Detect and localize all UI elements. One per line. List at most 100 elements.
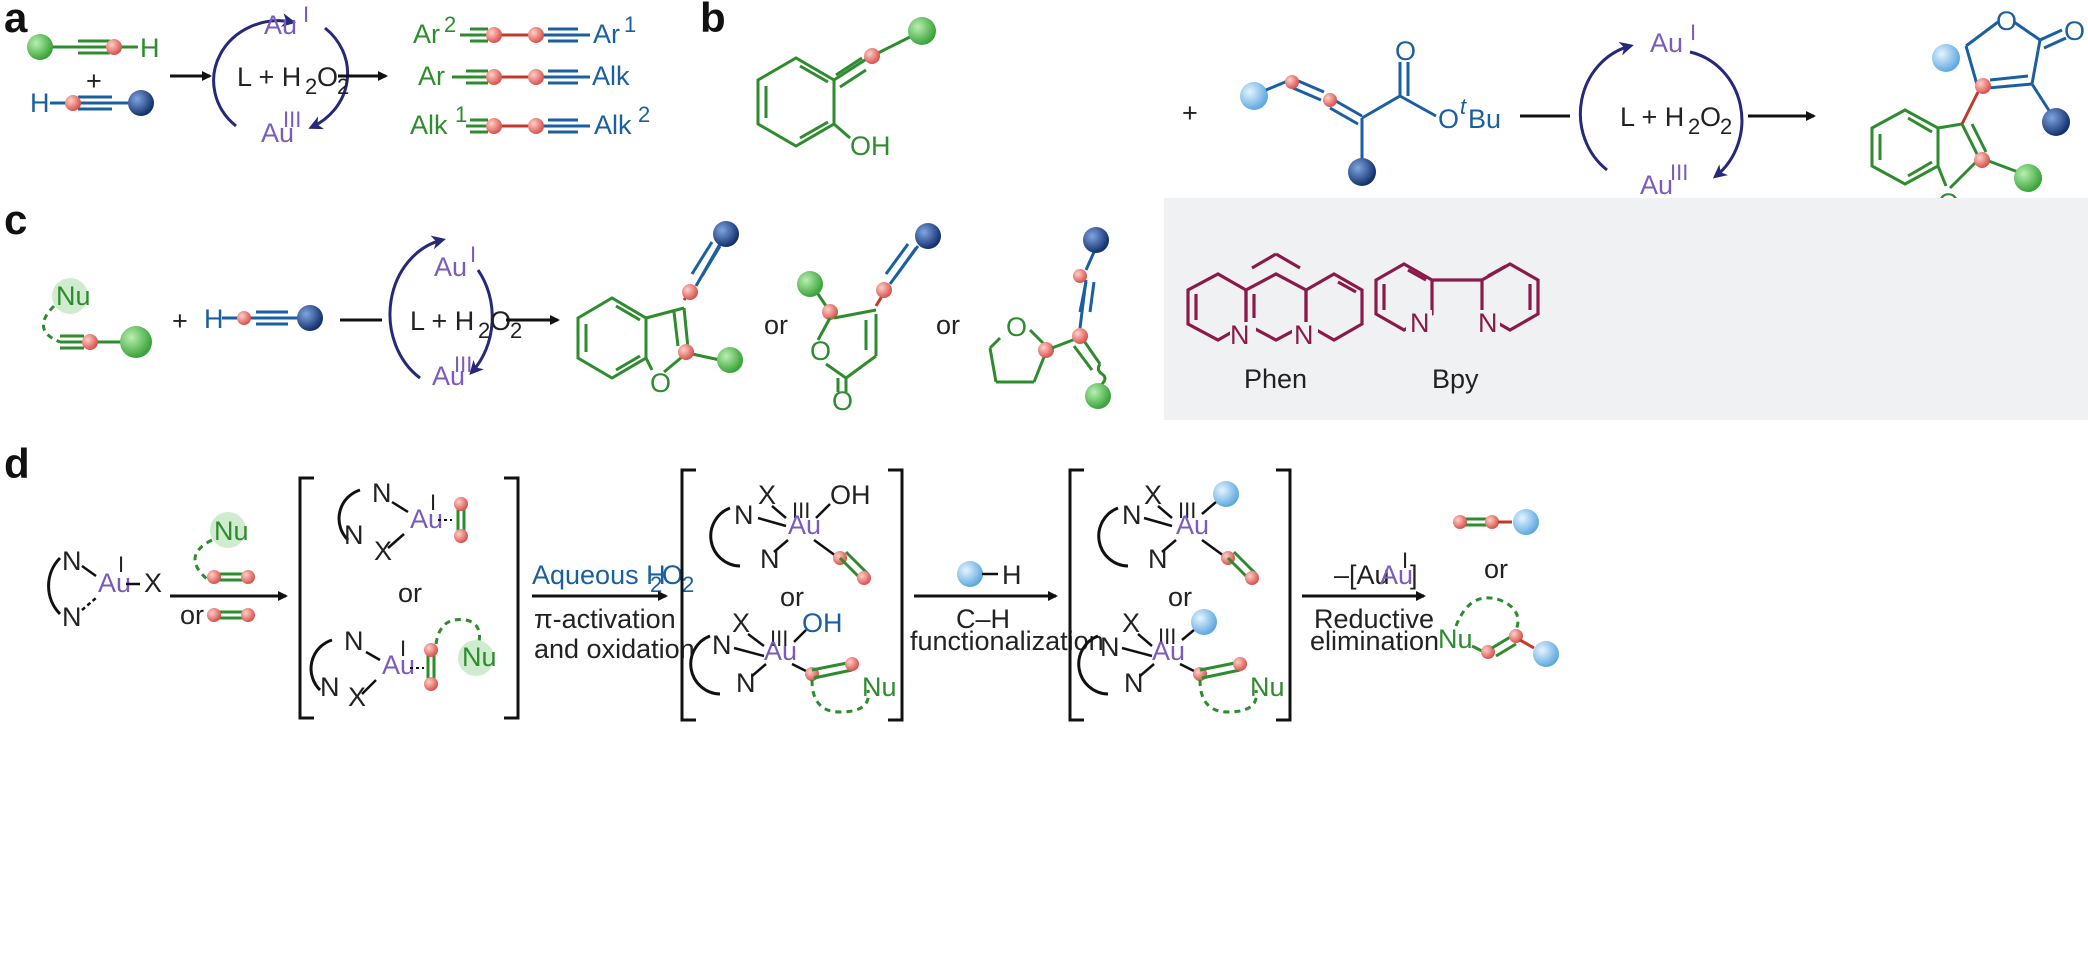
- green-ball: [1085, 383, 1111, 409]
- svg-text:Ar: Ar: [418, 61, 445, 91]
- svg-text:X: X: [348, 682, 366, 712]
- svg-text:Ar: Ar: [593, 19, 620, 49]
- svg-text:elimination: elimination: [1310, 626, 1439, 656]
- svg-text:O: O: [832, 386, 853, 416]
- dark-blue-ball: [128, 90, 154, 116]
- svg-text:or: or: [180, 600, 204, 630]
- svg-text:N: N: [1478, 308, 1498, 338]
- oxidant-label: L + H: [237, 62, 301, 92]
- svg-text:N: N: [1100, 632, 1120, 662]
- panel-a: a H + H Au I L + H 2: [4, 0, 650, 148]
- svg-text:Au: Au: [1640, 170, 1673, 200]
- svg-text:OH: OH: [830, 480, 871, 510]
- svg-text:2: 2: [478, 318, 490, 343]
- svg-text:H: H: [204, 304, 224, 334]
- svg-text:L + H: L + H: [1620, 102, 1684, 132]
- svg-text:Aqueous H: Aqueous H: [532, 560, 666, 590]
- svg-text:Au: Au: [1380, 560, 1413, 590]
- bpy-label: Bpy: [1432, 364, 1479, 394]
- svg-text:X: X: [1144, 480, 1162, 510]
- svg-text:N: N: [344, 520, 364, 550]
- svg-text:]: ]: [1410, 560, 1418, 590]
- svg-text:1: 1: [624, 12, 636, 37]
- svg-text:Au: Au: [764, 636, 797, 666]
- svg-text:H: H: [1002, 560, 1022, 590]
- terminal-alkyne-reagent: H: [204, 304, 323, 334]
- benzofuran-product: O: [576, 221, 743, 398]
- svg-text:L + H: L + H: [410, 306, 474, 336]
- svg-text:or: or: [780, 582, 804, 612]
- allenoate-reagent: O O t Bu: [1240, 36, 1501, 186]
- svg-text:I: I: [303, 2, 309, 27]
- red-ball: [65, 95, 81, 111]
- au-i-starting-complex: N N Au I X: [47, 546, 162, 632]
- alkyne-reagents-step1: Nu or: [180, 512, 255, 630]
- svg-text:2: 2: [682, 572, 694, 597]
- svg-text:functionalization: functionalization: [910, 626, 1104, 656]
- dark-blue-ball: [297, 305, 323, 331]
- green-alkyne-reagent: H: [27, 33, 160, 63]
- thf-enyne-product: O: [988, 227, 1111, 409]
- h-label: H: [140, 33, 160, 63]
- pi-complex-bracket: N N Au I X or N N Au I X: [298, 476, 520, 720]
- svg-text:or: or: [1484, 554, 1508, 584]
- svg-text:or: or: [1168, 582, 1192, 612]
- svg-text:OH: OH: [802, 608, 843, 638]
- svg-text:2: 2: [444, 12, 456, 37]
- svg-text:2: 2: [1720, 114, 1732, 139]
- panel-label-a: a: [4, 0, 28, 41]
- svg-text:N: N: [1294, 320, 1314, 350]
- svg-text:π-activation: π-activation: [534, 604, 676, 634]
- svg-text:Bu: Bu: [1468, 104, 1501, 134]
- svg-text:O: O: [1700, 102, 1721, 132]
- svg-text:N: N: [734, 500, 754, 530]
- svg-text:O: O: [1996, 6, 2017, 36]
- svg-text:O: O: [650, 368, 671, 398]
- svg-text:III: III: [283, 107, 301, 132]
- plus-sign: +: [172, 306, 188, 336]
- light-blue-ball: [957, 561, 983, 587]
- svg-text:Ar: Ar: [413, 19, 440, 49]
- svg-text:OH: OH: [850, 131, 891, 161]
- svg-text:N: N: [1122, 500, 1142, 530]
- svg-text:III: III: [454, 352, 472, 377]
- svg-text:Nu: Nu: [1438, 624, 1473, 654]
- plus-sign: +: [1182, 98, 1198, 128]
- nucleophile-alkyne-reagent: Nu: [42, 278, 152, 358]
- svg-text:Reductive: Reductive: [1314, 604, 1434, 634]
- svg-text:Au: Au: [410, 504, 443, 534]
- svg-text:Au: Au: [788, 510, 821, 540]
- benzofuran-butenolide-product: O O O: [1870, 6, 2085, 218]
- svg-text:N: N: [344, 626, 364, 656]
- or-label: or: [936, 310, 960, 340]
- svg-text:I: I: [1690, 20, 1696, 45]
- svg-text:2: 2: [650, 572, 662, 597]
- catalytic-cycle-b: Au I L + H 2 O 2 Au III: [1578, 20, 1744, 200]
- svg-text:Nu: Nu: [462, 642, 497, 672]
- svg-text:III: III: [1670, 160, 1688, 185]
- svg-text:and oxidation: and oxidation: [534, 634, 695, 664]
- svg-text:Au: Au: [98, 568, 131, 598]
- svg-text:O: O: [1438, 104, 1459, 134]
- svg-text:X: X: [374, 536, 392, 566]
- svg-text:Alk: Alk: [592, 61, 630, 91]
- au-iii-alkyl-complex-bracket: X III N N Au or X III N N: [1068, 468, 1292, 722]
- bpy-ligand: N N Bpy: [1374, 262, 1540, 394]
- svg-text:Au: Au: [382, 650, 415, 680]
- red-ball: [106, 39, 122, 55]
- svg-text:Nu: Nu: [56, 281, 91, 311]
- svg-text:2: 2: [305, 74, 317, 99]
- svg-text:Au: Au: [1650, 28, 1683, 58]
- svg-text:O: O: [2064, 16, 2085, 46]
- svg-text:Au: Au: [432, 361, 465, 391]
- dark-blue-ball: [713, 221, 739, 247]
- dark-blue-ball: [1083, 227, 1109, 253]
- butenolide-product: O O: [797, 223, 941, 416]
- product-ar-alk: Ar Alk: [418, 61, 630, 91]
- green-ball: [2014, 164, 2042, 192]
- h-label: H: [30, 88, 50, 118]
- green-ball: [717, 347, 743, 373]
- or-label: or: [764, 310, 788, 340]
- panel-label-b: b: [700, 0, 726, 41]
- phen-label: Phen: [1244, 364, 1307, 394]
